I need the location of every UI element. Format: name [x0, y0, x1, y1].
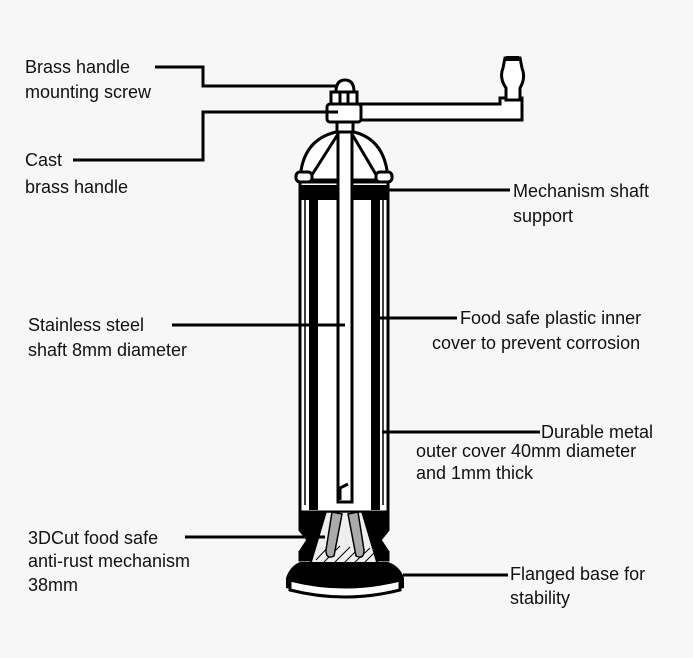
label-mechanism-3: 38mm	[28, 575, 78, 595]
base-rim	[288, 578, 402, 599]
handle-grip-cap	[506, 56, 519, 61]
label-outer-cover-1: Durable metal	[541, 422, 653, 442]
label-mounting-screw-1: Brass handle	[25, 57, 130, 77]
handle-arm	[354, 96, 524, 122]
label-inner-cover-2: cover to prevent corrosion	[432, 333, 640, 353]
label-shaft-support-2: support	[513, 206, 573, 226]
label-outer-cover-2: outer cover 40mm diameter	[416, 441, 636, 461]
callout-leaders	[73, 65, 540, 577]
label-shaft-support-1: Mechanism shaft	[513, 181, 649, 201]
label-cast-handle-1: Cast	[25, 150, 62, 170]
label-base-1: Flanged base for	[510, 564, 645, 584]
label-mechanism-1: 3DCut food safe	[28, 528, 158, 548]
burr-blade-left	[325, 511, 343, 558]
label-mounting-screw-2: mounting screw	[25, 82, 152, 102]
inner-cover-right	[371, 195, 380, 510]
label-steel-shaft-1: Stainless steel	[28, 315, 144, 335]
shaft-tip	[338, 482, 349, 500]
cap-rib	[350, 133, 380, 179]
leader-mounting-screw	[155, 65, 336, 88]
label-inner-cover-1: Food safe plastic inner	[460, 308, 641, 328]
burr-blade-right	[347, 511, 365, 558]
label-mechanism-2: anti-rust mechanism	[28, 551, 190, 571]
label-steel-shaft-2: shaft 8mm diameter	[28, 340, 187, 360]
callout-labels: Brass handle mounting screw Cast brass h…	[25, 57, 653, 608]
label-outer-cover-3: and 1mm thick	[416, 463, 534, 483]
steel-shaft	[336, 130, 354, 504]
inner-cover-left	[309, 195, 318, 510]
leader-cast-handle	[73, 110, 338, 162]
cap-rib	[308, 133, 340, 179]
label-cast-handle-2: brass handle	[25, 177, 128, 197]
label-base-2: stability	[510, 588, 570, 608]
mounting-screw	[334, 78, 356, 94]
handle-grip	[500, 56, 526, 102]
grinder-illustration	[286, 56, 526, 599]
